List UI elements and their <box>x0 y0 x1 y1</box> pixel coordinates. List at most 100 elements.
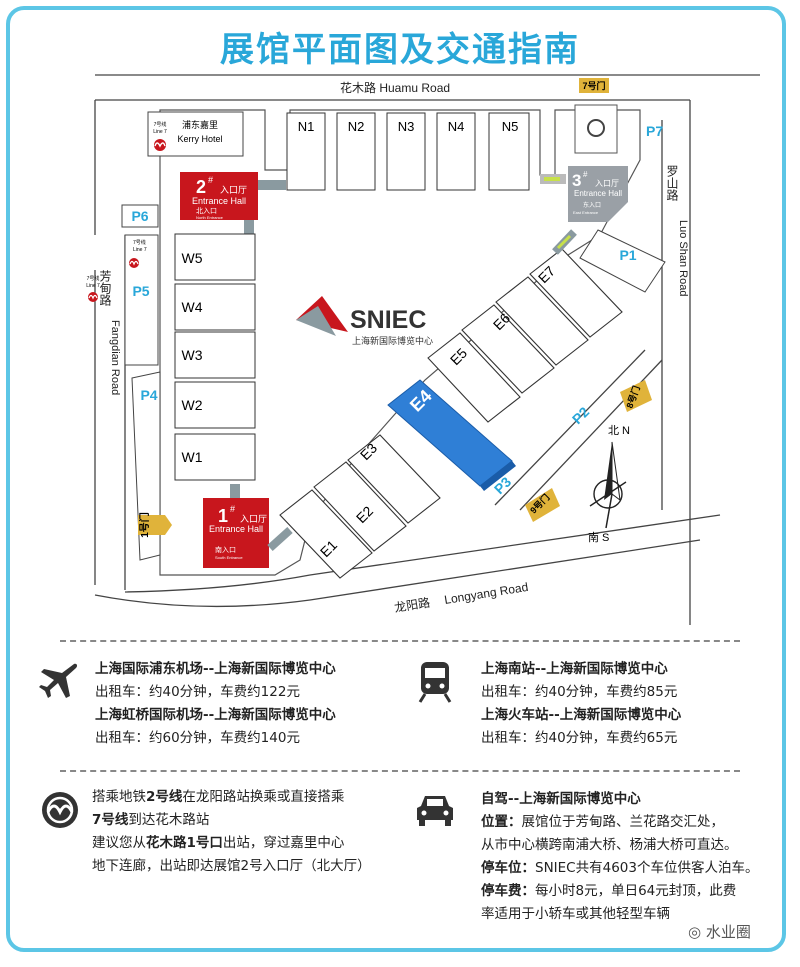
metro-l3-a: 建议您从 <box>92 835 146 851</box>
entrance-2-dir-en: North Entrance <box>196 215 224 220</box>
kerry-cn: 浦东嘉里 <box>182 119 218 130</box>
entrance-1-dir-cn: 南入口 <box>215 545 236 554</box>
parking-p2: P2 <box>569 404 593 428</box>
gate-1-sign <box>138 515 172 535</box>
airport-section: 上海国际浦东机场--上海新国际博览中心 出租车：约40分钟，车费约122元 上海… <box>95 658 336 750</box>
small-line-en: Line 7 <box>86 283 100 289</box>
train2-info: 出租车：约40分钟，车费约65元 <box>481 730 678 746</box>
entrance-3-dir-cn: 东入口 <box>583 201 601 209</box>
parking-p1: P1 <box>619 247 636 263</box>
entrance-2-dir-cn: 北入口 <box>196 207 217 215</box>
gate-7-sign <box>579 78 609 93</box>
corridor-e1 <box>267 527 293 551</box>
entrance-3-en: Entrance Hall <box>574 189 622 198</box>
car-loc-label: 位置： <box>481 814 522 830</box>
parking-p6: P6 <box>131 208 148 224</box>
hall-e4-edge <box>480 461 516 491</box>
metro-logo-icon <box>42 792 78 828</box>
car-fee-label: 停车费： <box>481 883 535 899</box>
entrance-3 <box>568 166 628 222</box>
hall-n2: N2 <box>348 119 365 134</box>
kerry-line-cn: 7号线 <box>154 121 167 128</box>
hall-n4: N4 <box>448 119 465 134</box>
parking-p5-box <box>124 234 159 366</box>
train2-title: 上海火车站--上海新国际博览中心 <box>481 707 682 723</box>
kerry-en: Kerry Hotel <box>177 134 222 144</box>
entrance-2-num: 2 <box>196 177 206 197</box>
compass-south: 南 S <box>588 531 609 544</box>
hall-n1: N1 <box>298 119 315 134</box>
metro-l2-b: 到达花木路站 <box>128 812 210 828</box>
entrance-2-en: Entrance Hall <box>192 196 246 206</box>
entrance-1-dir-en: South Entrance <box>215 555 243 560</box>
entrance-1-cn: 入口厅 <box>240 514 267 524</box>
watermark-text: 水业圈 <box>705 923 751 941</box>
gate-8-sign <box>620 380 652 412</box>
metro-l2-a: 7号线 <box>92 812 129 828</box>
entrance-1-en: Entrance Hall <box>209 524 263 534</box>
car-loc-text: 展馆位于芳甸路、兰花路交汇处， <box>521 814 725 830</box>
logo-name: SNIEC <box>350 306 426 334</box>
airport2-info: 出租车：约60分钟，车费约140元 <box>95 730 300 746</box>
p5-line-en: Line 7 <box>133 247 147 253</box>
compass-north: 北 N <box>608 424 630 437</box>
logo-sub: 上海新国际博览中心 <box>352 335 433 346</box>
hall-w5: W5 <box>182 250 203 266</box>
entrance-3-cn: 入口厅 <box>595 179 619 188</box>
gate-9-sign <box>525 488 560 522</box>
entrance-2 <box>180 172 258 220</box>
metro-l1-a: 搭乘地铁 <box>92 789 146 805</box>
roundabout <box>587 119 605 137</box>
airport1-title: 上海国际浦东机场--上海新国际博览中心 <box>95 661 336 677</box>
hall-n5: N5 <box>502 119 519 134</box>
car-park-text: SNIEC共有4603个车位供客人泊车。 <box>535 860 759 876</box>
west-halls <box>174 233 256 481</box>
metro-l3-b: 花木路1号口 <box>146 835 223 851</box>
metro-icon <box>154 139 166 151</box>
train-icon <box>418 662 452 703</box>
metro-section: 搭乘地铁2号线在龙阳路站换乘或直接搭乘 7号线到达花木路站 建议您从花木路1号口… <box>92 786 371 878</box>
metro-l1-b: 2号线 <box>146 789 183 805</box>
small-line-cn: 7号线 <box>87 275 100 282</box>
divider-1 <box>60 640 740 642</box>
entrance-1 <box>203 498 269 568</box>
parking-p7: P7 <box>646 123 663 139</box>
road-fangdian-cn: 芳甸路 <box>98 270 112 307</box>
east-halls <box>279 248 623 579</box>
hall-n3: N3 <box>398 119 415 134</box>
parking-p5: P5 <box>132 283 149 299</box>
entrance-1-sup: # <box>230 504 235 514</box>
sniec-logo-mark <box>296 296 348 336</box>
airport2-title: 上海虹桥国际机场--上海新国际博览中心 <box>95 707 336 723</box>
car-fee-text2: 率适用于小轿车或其他轻型车辆 <box>481 906 670 922</box>
metro-icon <box>129 258 139 268</box>
parking-p6-box <box>121 204 159 228</box>
north-halls <box>286 112 530 191</box>
divider-2 <box>60 770 740 772</box>
road-longyang-en: Longyang Road <box>443 580 529 607</box>
arrow-e7 <box>556 234 572 250</box>
car-fee-text: 每小时8元，单日64元封顶，此费 <box>535 883 737 899</box>
corridor-e2-down <box>244 220 254 234</box>
corridor-e1-up <box>230 484 240 498</box>
metro-l3-c: 出站，穿过嘉里中心 <box>222 835 345 851</box>
hall-w4: W4 <box>182 299 203 315</box>
metro-l4: 地下连廊，出站即达展馆2号入口厅（北大厅） <box>92 858 371 874</box>
entrance-2-cn: 入口厅 <box>220 185 247 195</box>
wechat-icon: ◎ <box>688 923 706 941</box>
car-park-label: 停车位： <box>481 860 535 876</box>
entrance-3-sup: # <box>583 170 588 179</box>
car-title: 自驾--上海新国际博览中心 <box>481 791 641 807</box>
hall-w1: W1 <box>182 449 203 465</box>
entrance-2-sup: # <box>208 175 213 185</box>
road-huamu: 花木路 Huamu Road <box>340 80 450 95</box>
gate-1-label: 1号门 <box>138 512 151 538</box>
airplane-icon <box>39 663 78 698</box>
entrance-3-num: 3 <box>572 171 581 190</box>
page-title: 展馆平面图及交通指南 <box>220 30 580 70</box>
hall-w2: W2 <box>182 397 203 413</box>
road-luoshan-en: Luo Shan Road <box>677 220 689 296</box>
compass-icon <box>589 441 627 529</box>
entrance-1-num: 1 <box>218 506 228 526</box>
hall-w3: W3 <box>182 347 203 363</box>
